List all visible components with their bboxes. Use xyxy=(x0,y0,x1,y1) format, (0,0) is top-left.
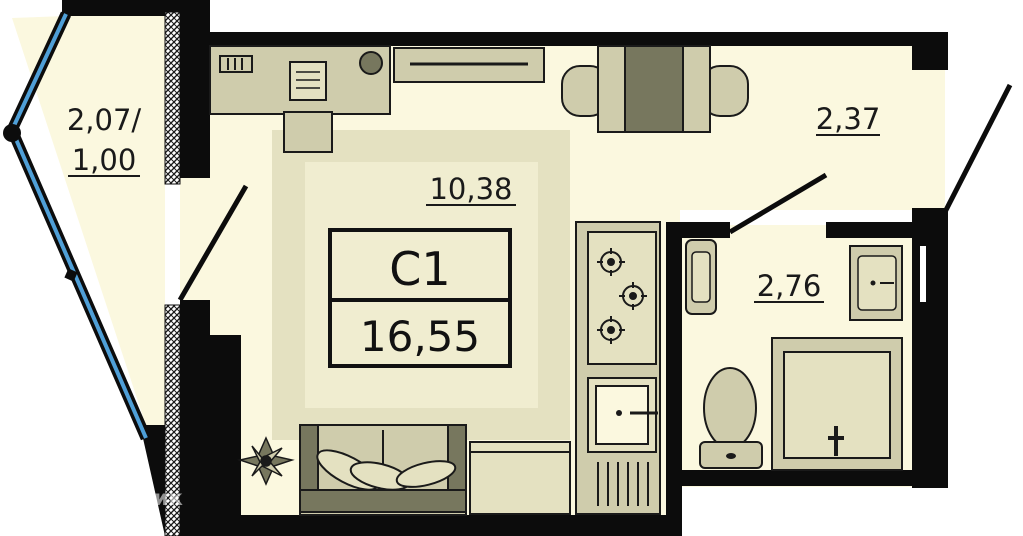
apartment-info-box: C1 16,55 xyxy=(328,228,512,368)
total-area: 16,55 xyxy=(360,312,480,361)
watermark: Домклик xyxy=(36,482,183,512)
pillow xyxy=(395,460,457,488)
entrance-door xyxy=(942,83,1013,214)
balcony-area-line1: 2,07/ xyxy=(67,103,142,137)
bathroom-door xyxy=(728,172,828,235)
cabinet xyxy=(469,441,571,515)
laptop-icon xyxy=(289,61,327,101)
balcony-floor xyxy=(12,16,165,438)
toilet-icon xyxy=(699,367,763,469)
bathroom-area: 2,76 xyxy=(757,269,822,303)
wall-bath-top-left xyxy=(666,222,730,238)
area-labels: 10,38 2,37 2,76 2,07/ 1,00 xyxy=(67,102,880,303)
wall-top-right-end xyxy=(912,32,948,70)
balcony-area-line2: 1,00 xyxy=(72,143,137,177)
wall-bath-top-right xyxy=(826,222,926,238)
house-icon xyxy=(36,482,68,512)
wall-bath-bottom xyxy=(680,470,948,486)
burner-icon xyxy=(597,248,647,344)
wall-kitchen-bath-vertical xyxy=(666,228,682,536)
balcony-door xyxy=(177,184,249,302)
wall-left-upper xyxy=(180,0,210,178)
living-room-area: 10,38 xyxy=(429,172,512,206)
kitchen-area: 2,37 xyxy=(816,102,881,136)
balcony-window xyxy=(3,11,152,441)
sofa xyxy=(299,424,467,516)
stove xyxy=(587,231,657,365)
wall-bottom xyxy=(165,515,680,536)
doors xyxy=(177,83,1013,308)
carpet xyxy=(272,130,570,440)
plant-icon xyxy=(237,436,295,486)
shower-tray xyxy=(771,337,903,471)
desk-chair xyxy=(283,111,333,153)
apartment-type: C1 xyxy=(389,242,450,296)
hatched-partitions xyxy=(164,11,181,536)
wall-left-lower-bump xyxy=(205,335,241,535)
bathroom-fixtures xyxy=(685,239,903,471)
workspace xyxy=(209,45,545,153)
lamp-icon xyxy=(359,51,383,75)
wall-balcony-top xyxy=(62,0,180,16)
kitchen-counter xyxy=(575,221,661,515)
svg-text:Домклик: Домклик xyxy=(74,486,183,510)
keyboard xyxy=(219,55,253,73)
dining-set xyxy=(561,45,749,133)
wall-top xyxy=(165,32,945,46)
